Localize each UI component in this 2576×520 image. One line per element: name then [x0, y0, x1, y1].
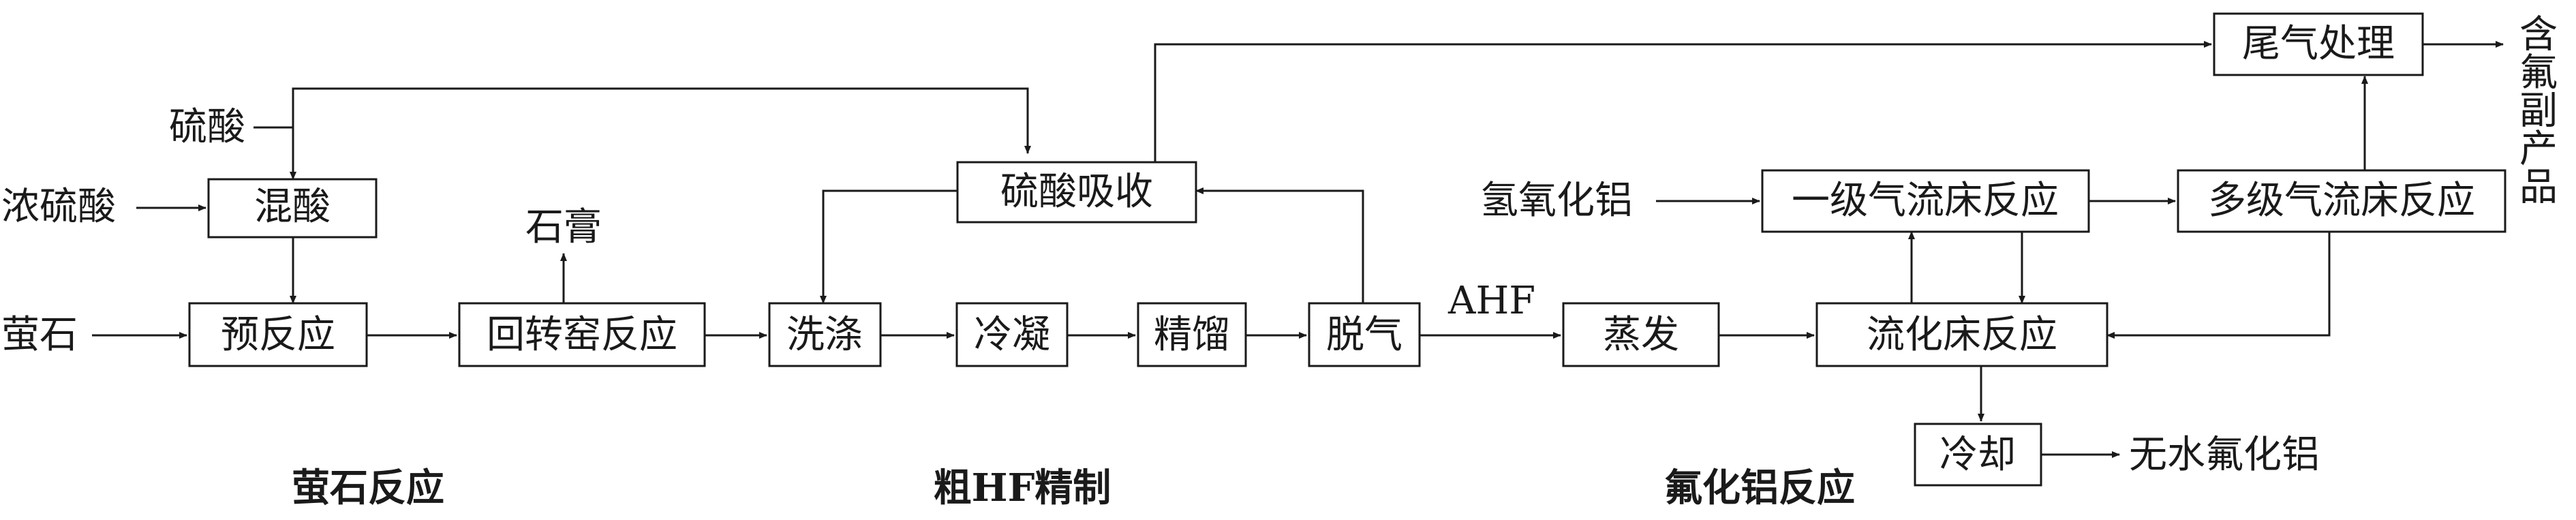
stream-ahf: AHF — [1447, 279, 1535, 323]
box-fluidized-bed-label: 流化床反应 — [1867, 313, 2057, 357]
section-fluorite-reaction: 萤石反应 — [292, 465, 444, 510]
arrow-sulfuric-to-mix — [254, 126, 296, 180]
box-tail-gas-label: 尾气处理 — [2242, 22, 2395, 66]
box-multistage-airflow: 多级气流床反应 — [2177, 169, 2506, 233]
box-mix-acid-label: 混酸 — [254, 185, 331, 229]
output-gypsum: 石膏 — [525, 205, 602, 249]
input-sulfuric: 硫酸 — [169, 105, 245, 149]
input-fluorite: 萤石 — [1, 313, 78, 357]
box-multistage-airflow-label: 多级气流床反应 — [2208, 179, 2475, 223]
box-prereaction: 预反应 — [188, 302, 368, 367]
box-primary-airflow: 一级气流床反应 — [1761, 169, 2090, 233]
arrow-sulfuric-to-absorption — [292, 87, 1031, 154]
arrow-absorption-to-tailgas — [1154, 41, 2212, 162]
box-rectification: 精馏 — [1137, 302, 1247, 367]
box-rotary-kiln: 回转窑反应 — [458, 302, 706, 367]
box-degassing: 脱气 — [1308, 302, 1421, 367]
box-sulfuric-absorption: 硫酸吸收 — [956, 161, 1197, 224]
flow-connectors — [92, 41, 2504, 458]
box-cooling: 冷却 — [1914, 423, 2042, 487]
arrow-degassing-to-absorption — [1195, 187, 1364, 303]
box-washing: 洗涤 — [768, 302, 882, 367]
section-alf3-reaction: 氟化铝反应 — [1664, 465, 1855, 510]
box-condensation-label: 冷凝 — [974, 313, 1050, 357]
box-condensation: 冷凝 — [955, 302, 1069, 367]
arrow-absorption-to-washing — [820, 189, 957, 304]
box-prereaction-label: 预反应 — [221, 313, 335, 357]
box-washing-label: 洗涤 — [786, 313, 863, 357]
output-fluorine-byproduct: 含氟副产品 — [2513, 14, 2558, 204]
box-rotary-kiln-label: 回转窑反应 — [487, 313, 677, 357]
box-sulfuric-absorption-label: 硫酸吸收 — [1000, 170, 1153, 214]
box-evaporation: 蒸发 — [1562, 302, 1720, 367]
box-tail-gas: 尾气处理 — [2213, 12, 2424, 76]
section-crude-hf-refining: 粗HF精制 — [934, 465, 1111, 510]
box-fluidized-bed: 流化床反应 — [1815, 302, 2109, 367]
box-primary-airflow-label: 一级气流床反应 — [1792, 179, 2059, 223]
input-aluminum-hydroxide: 氢氧化铝 — [1480, 179, 1633, 223]
output-anhydrous-alf3: 无水氟化铝 — [2129, 433, 2320, 477]
arrow-multistage-to-fluidized — [2106, 232, 2331, 339]
box-cooling-label: 冷却 — [1939, 433, 2016, 477]
box-mix-acid: 混酸 — [207, 178, 378, 239]
box-evaporation-label: 蒸发 — [1603, 313, 1679, 357]
box-rectification-label: 精馏 — [1154, 313, 1230, 357]
input-conc-sulfuric: 浓硫酸 — [1, 185, 116, 229]
box-degassing-label: 脱气 — [1326, 313, 1402, 357]
